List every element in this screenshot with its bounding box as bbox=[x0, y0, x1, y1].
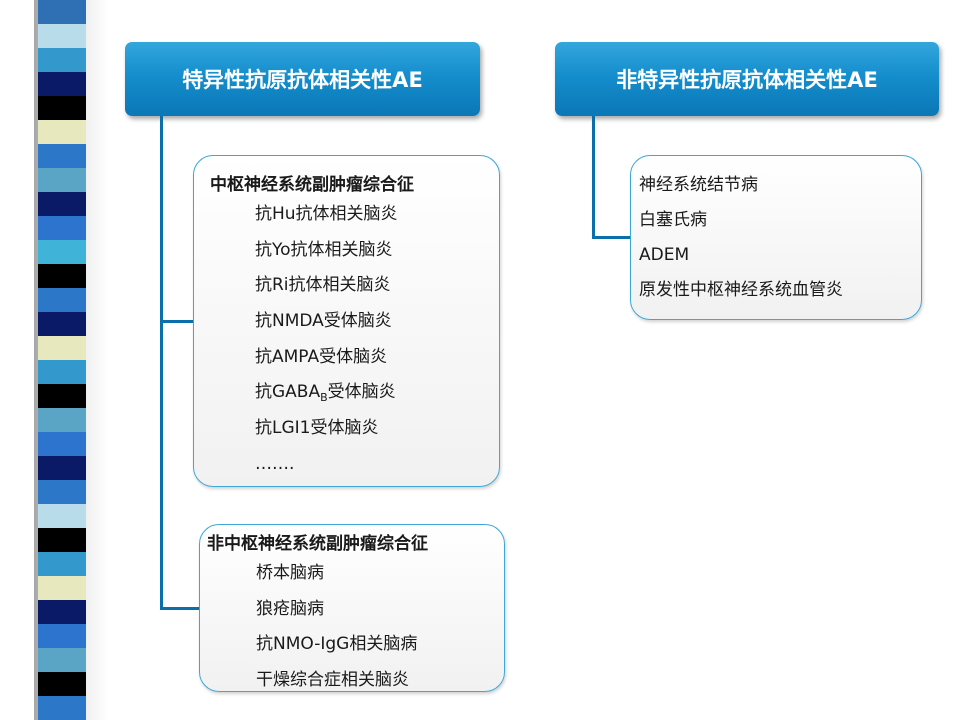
strip-block bbox=[38, 504, 86, 528]
list-item-ellipsis: ……. bbox=[255, 453, 295, 474]
list-item: 狼疮脑病 bbox=[256, 598, 324, 619]
gaba-suffix: 受体脑炎 bbox=[327, 382, 396, 403]
strip-block bbox=[38, 432, 86, 456]
list-item: 抗NMDA受体脑炎 bbox=[255, 311, 392, 332]
strip-block bbox=[38, 528, 86, 552]
left-trunk-line bbox=[160, 116, 163, 610]
gaba-prefix: 抗GABA bbox=[255, 382, 321, 403]
list-item: 桥本脑病 bbox=[256, 563, 324, 583]
strip-block bbox=[38, 480, 86, 504]
strip-block bbox=[38, 648, 86, 672]
list-item: 抗Hu抗体相关脑炎 bbox=[255, 204, 398, 224]
strip-block bbox=[38, 696, 86, 720]
strip-block bbox=[38, 288, 86, 312]
strip-block bbox=[38, 240, 86, 264]
strip-block bbox=[38, 672, 86, 696]
list-item: 抗AMPA受体脑炎 bbox=[255, 346, 388, 367]
strip-block bbox=[38, 120, 86, 144]
strip-block bbox=[38, 264, 86, 288]
decorative-stripe-bar bbox=[38, 0, 86, 720]
list-item: 抗NMO-IgG相关脑病 bbox=[256, 634, 418, 655]
nonspecific-antibody-ae-title: 非特异性抗原抗体相关性AE bbox=[616, 68, 878, 92]
strip-block bbox=[38, 384, 86, 408]
strip-block bbox=[38, 600, 86, 624]
right-trunk-line bbox=[592, 116, 595, 239]
strip-block bbox=[38, 456, 86, 480]
cns-paraneoplastic-title: 中枢神经系统副肿瘤综合征 bbox=[210, 175, 414, 195]
left-branch-noncns-line bbox=[160, 607, 200, 610]
list-item: 抗LGI1受体脑炎 bbox=[255, 418, 379, 439]
strip-block bbox=[38, 48, 86, 72]
list-item-gaba: 抗GABAB受体脑炎 bbox=[255, 375, 398, 411]
strip-block bbox=[38, 144, 86, 168]
nonspecific-antibody-ae-header: 非特异性抗原抗体相关性AE bbox=[555, 42, 939, 116]
strip-block bbox=[38, 168, 86, 192]
strip-block bbox=[38, 360, 86, 384]
strip-block bbox=[38, 96, 86, 120]
cns-item-list: 抗Hu抗体相关脑炎 抗Yo抗体相关脑炎 抗Ri抗体相关脑炎 抗NMDA受体脑炎 … bbox=[255, 197, 398, 483]
noncns-paraneoplastic-title: 非中枢神经系统副肿瘤综合征 bbox=[207, 534, 428, 554]
list-item: 抗Ri抗体相关脑炎 bbox=[255, 275, 391, 296]
cns-paraneoplastic-box: 中枢神经系统副肿瘤综合征 抗Hu抗体相关脑炎 抗Yo抗体相关脑炎 抗Ri抗体相关… bbox=[193, 155, 500, 487]
strip-block bbox=[38, 336, 86, 360]
strip-block bbox=[38, 576, 86, 600]
nonspecific-item-list: 神经系统结节病 白塞氏病 ADEM 原发性中枢神经系统血管炎 bbox=[639, 168, 843, 308]
noncns-item-list: 桥本脑病 狼疮脑病 抗NMO-IgG相关脑病 干燥综合症相关脑炎 bbox=[256, 556, 417, 699]
list-item: ADEM bbox=[639, 245, 690, 265]
list-item: 抗Yo抗体相关脑炎 bbox=[255, 239, 393, 260]
list-item: 原发性中枢神经系统血管炎 bbox=[639, 280, 843, 300]
noncns-paraneoplastic-box: 非中枢神经系统副肿瘤综合征 桥本脑病 狼疮脑病 抗NMO-IgG相关脑病 干燥综… bbox=[199, 524, 505, 692]
right-branch-line bbox=[592, 236, 631, 239]
strip-block bbox=[38, 312, 86, 336]
list-item: 白塞氏病 bbox=[639, 210, 707, 230]
strip-block bbox=[38, 624, 86, 648]
gaba-subscript: B bbox=[320, 391, 328, 405]
strip-block bbox=[38, 408, 86, 432]
strip-block bbox=[38, 192, 86, 216]
strip-block bbox=[38, 24, 86, 48]
strip-block bbox=[38, 0, 86, 24]
list-item: 神经系统结节病 bbox=[639, 175, 758, 195]
strip-block bbox=[38, 216, 86, 240]
specific-antibody-ae-title: 特异性抗原抗体相关性AE bbox=[182, 68, 423, 92]
strip-block bbox=[38, 552, 86, 576]
specific-antibody-ae-header: 特异性抗原抗体相关性AE bbox=[125, 42, 480, 116]
left-branch-cns-line bbox=[160, 320, 194, 323]
strip-block bbox=[38, 72, 86, 96]
list-item: 干燥综合症相关脑炎 bbox=[256, 670, 409, 691]
nonspecific-ae-box: 神经系统结节病 白塞氏病 ADEM 原发性中枢神经系统血管炎 bbox=[630, 155, 922, 320]
